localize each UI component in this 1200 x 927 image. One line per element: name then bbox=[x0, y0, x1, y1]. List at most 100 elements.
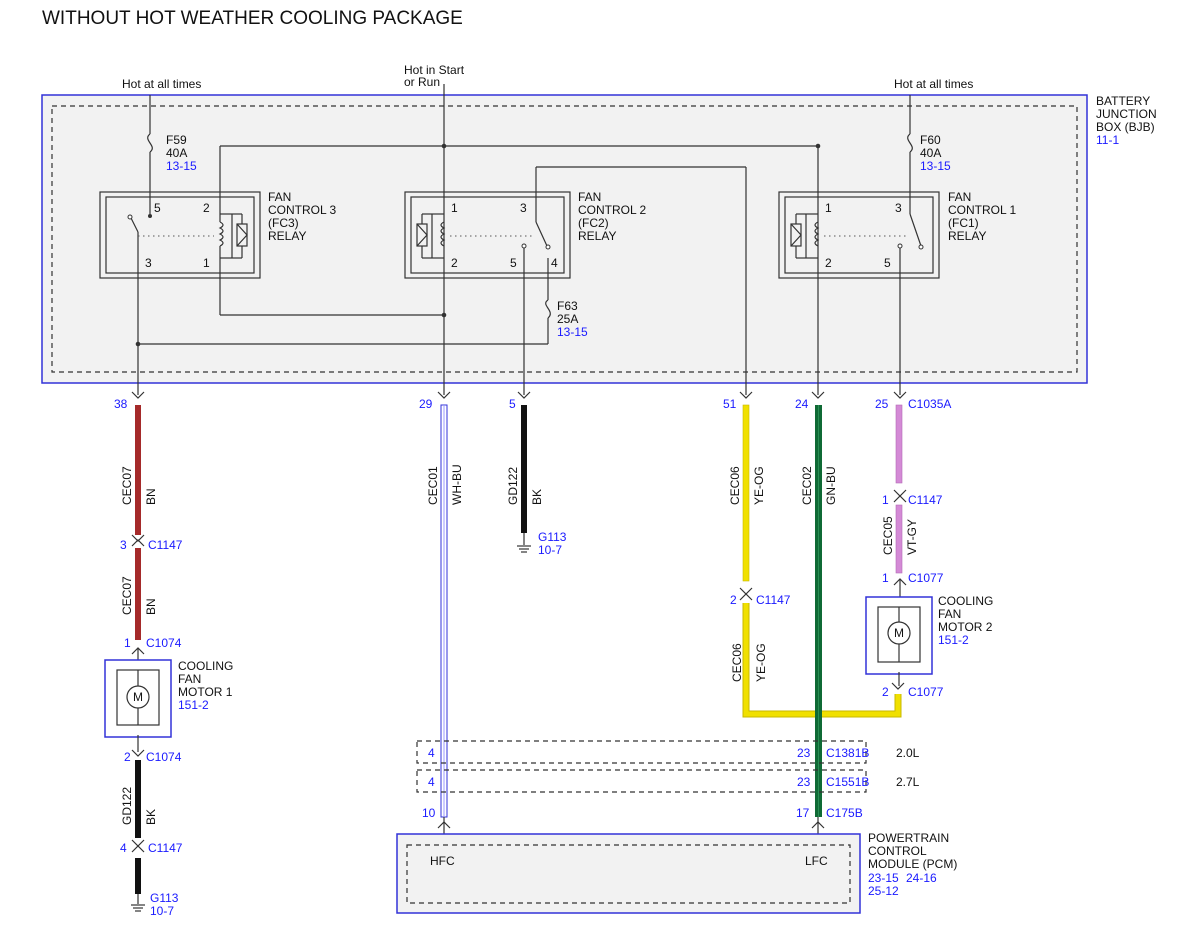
fuse-f59-rating: 40A bbox=[166, 146, 187, 160]
pcm-ref-1: 23-15 bbox=[868, 871, 899, 885]
relay-fc1-label-line3: (FC1) bbox=[948, 216, 979, 230]
connector-c1077-b: C1077 bbox=[908, 685, 944, 699]
variant-row-1-engine: 2.0L bbox=[896, 746, 920, 760]
relay-fc3-pin5: 5 bbox=[154, 201, 161, 215]
relay-fc2-pin4: 4 bbox=[551, 256, 558, 270]
feed-label-middle-line1: Hot in Start bbox=[404, 63, 465, 77]
pcm-pin-17: 17 bbox=[796, 806, 810, 820]
pcm-connector-c175b: C175B bbox=[826, 806, 863, 820]
wire-cec01-circuit: CEC01 bbox=[426, 466, 440, 505]
fuse-f63-name: F63 bbox=[557, 299, 578, 313]
relay-fc3-label-line2: CONTROL 3 bbox=[268, 203, 337, 217]
wire-cec02 bbox=[815, 405, 822, 817]
wire-cec07-upper bbox=[135, 405, 141, 535]
relay-fc3-label-line3: (FC3) bbox=[268, 216, 299, 230]
relay-fc2 bbox=[404, 191, 571, 279]
fuse-f63 bbox=[545, 299, 551, 319]
wire-gd122-left-upper bbox=[135, 760, 141, 838]
ground-g113-middle-ref: 10-7 bbox=[538, 543, 562, 557]
relay-fc2-pin2: 2 bbox=[451, 256, 458, 270]
relay-fc1-pin3: 3 bbox=[895, 201, 902, 215]
pcm-label-line2: CONTROL bbox=[868, 844, 927, 858]
connector-c1077-a-chevron bbox=[893, 578, 907, 586]
relay-fc3-pin3: 3 bbox=[145, 256, 152, 270]
wire-gd122-left-circuit: GD122 bbox=[120, 787, 134, 825]
connector-c1074-b-chevron bbox=[131, 749, 145, 757]
relay-fc3-pin2: 2 bbox=[203, 201, 210, 215]
relay-fc2-label-line2: CONTROL 2 bbox=[578, 203, 647, 217]
bjb-label-line2: JUNCTION bbox=[1096, 107, 1157, 121]
connector-c1077-b-chevron bbox=[891, 682, 905, 690]
relay-fc3-label-line4: RELAY bbox=[268, 229, 306, 243]
connector-c1077-a: C1077 bbox=[908, 571, 944, 585]
wire-cec07-upper-circuit: CEC07 bbox=[120, 466, 134, 505]
connector-c1074-a-pin: 1 bbox=[124, 636, 131, 650]
relay-fc1-pin1: 1 bbox=[825, 201, 832, 215]
wire-cec07-lower bbox=[135, 548, 141, 640]
wire-cec01-color: WH-BU bbox=[450, 464, 464, 505]
relay-fc1-pin5: 5 bbox=[884, 256, 891, 270]
relay-fc2-label-line4: RELAY bbox=[578, 229, 616, 243]
connector-c1077-b-pin: 2 bbox=[882, 685, 889, 699]
fuse-f59-ref: 13-15 bbox=[166, 159, 197, 173]
pcm-label-line1: POWERTRAIN bbox=[868, 831, 949, 845]
bjb-ref: 11-1 bbox=[1096, 133, 1119, 147]
bjb-pin-5: 5 bbox=[509, 397, 516, 411]
motor-2-symbol: M bbox=[894, 626, 904, 640]
variant-row-1-connector: C1381B bbox=[826, 746, 869, 760]
wire-cec06-upper bbox=[742, 404, 750, 582]
bjb-inner-dashed bbox=[51, 105, 1078, 373]
variant-row-2-engine: 2.7L bbox=[896, 775, 920, 789]
fuse-f60 bbox=[907, 133, 913, 214]
connector-c1147-d: C1147 bbox=[756, 593, 791, 607]
diagram-title: WITHOUT HOT WEATHER COOLING PACKAGE bbox=[42, 8, 463, 29]
relay-fc2-pin5: 5 bbox=[510, 256, 517, 270]
ground-g113-left-ref: 10-7 bbox=[150, 904, 174, 918]
powertrain-control-module bbox=[396, 833, 861, 914]
wire-cec06-lower-circuit: CEC06 bbox=[730, 643, 744, 682]
connector-c1147-b: C1147 bbox=[148, 841, 183, 855]
wire-cec05-lower bbox=[895, 504, 903, 574]
pcm-ref-3: 25-12 bbox=[868, 884, 899, 898]
wire-cec05-color: VT-GY bbox=[905, 519, 919, 555]
feed-lines bbox=[149, 84, 911, 146]
wire-cec02-color: GN-BU bbox=[824, 466, 838, 505]
variant-row-2-right-pin: 23 bbox=[797, 775, 811, 789]
pcm-label-line3: MODULE (PCM) bbox=[868, 857, 957, 871]
connector-c1147-c-pin: 1 bbox=[882, 493, 889, 507]
wire-gd122-middle-circuit: GD122 bbox=[506, 467, 520, 505]
fuse-f59-name: F59 bbox=[166, 133, 187, 147]
internal-bus-lines bbox=[135, 143, 901, 395]
bjb-pin-chevrons bbox=[131, 391, 907, 399]
fuse-f60-name: F60 bbox=[920, 133, 941, 147]
variant-row-1-left-pin: 4 bbox=[428, 746, 435, 760]
connector-c1147-d-chevron bbox=[739, 587, 753, 601]
wire-cec01 bbox=[440, 404, 448, 818]
bjb-pin-51: 51 bbox=[723, 397, 737, 411]
connector-c1147-a: C1147 bbox=[148, 538, 183, 552]
relay-fc1 bbox=[778, 191, 940, 279]
ground-g113-left-name: G113 bbox=[150, 891, 179, 905]
variant-row-2-7l bbox=[416, 769, 867, 793]
wire-gd122-middle-color: BK bbox=[530, 489, 544, 505]
bjb-pin-24: 24 bbox=[795, 397, 809, 411]
motor-1-label-line3: MOTOR 1 bbox=[178, 685, 233, 699]
bjb-label-line3: BOX (BJB) bbox=[1096, 120, 1155, 134]
relay-fc2-label-line1: FAN bbox=[578, 190, 601, 204]
relay-fc1-pin2: 2 bbox=[825, 256, 832, 270]
connector-c1074-b-pin: 2 bbox=[124, 750, 131, 764]
bjb-pin-25: 25 bbox=[875, 397, 889, 411]
connector-c1147-c-chevron bbox=[893, 489, 907, 503]
connector-c1147-b-pin: 4 bbox=[120, 841, 127, 855]
motor-2-label-line2: FAN bbox=[938, 607, 961, 621]
relay-fc1-label-line2: CONTROL 1 bbox=[948, 203, 1017, 217]
connector-c1147-a-chevron bbox=[131, 534, 145, 547]
connector-c1147-d-pin: 2 bbox=[730, 593, 737, 607]
pcm-ref-2: 24-16 bbox=[906, 871, 937, 885]
connector-c1147-a-pin: 3 bbox=[120, 538, 127, 552]
motor-1-ref: 151-2 bbox=[178, 698, 209, 712]
connector-c1147-c: C1147 bbox=[908, 493, 943, 507]
connector-c1147-b-chevron bbox=[131, 839, 145, 853]
motor-1-label-line1: COOLING bbox=[178, 659, 233, 673]
bjb-pin-38: 38 bbox=[114, 397, 128, 411]
